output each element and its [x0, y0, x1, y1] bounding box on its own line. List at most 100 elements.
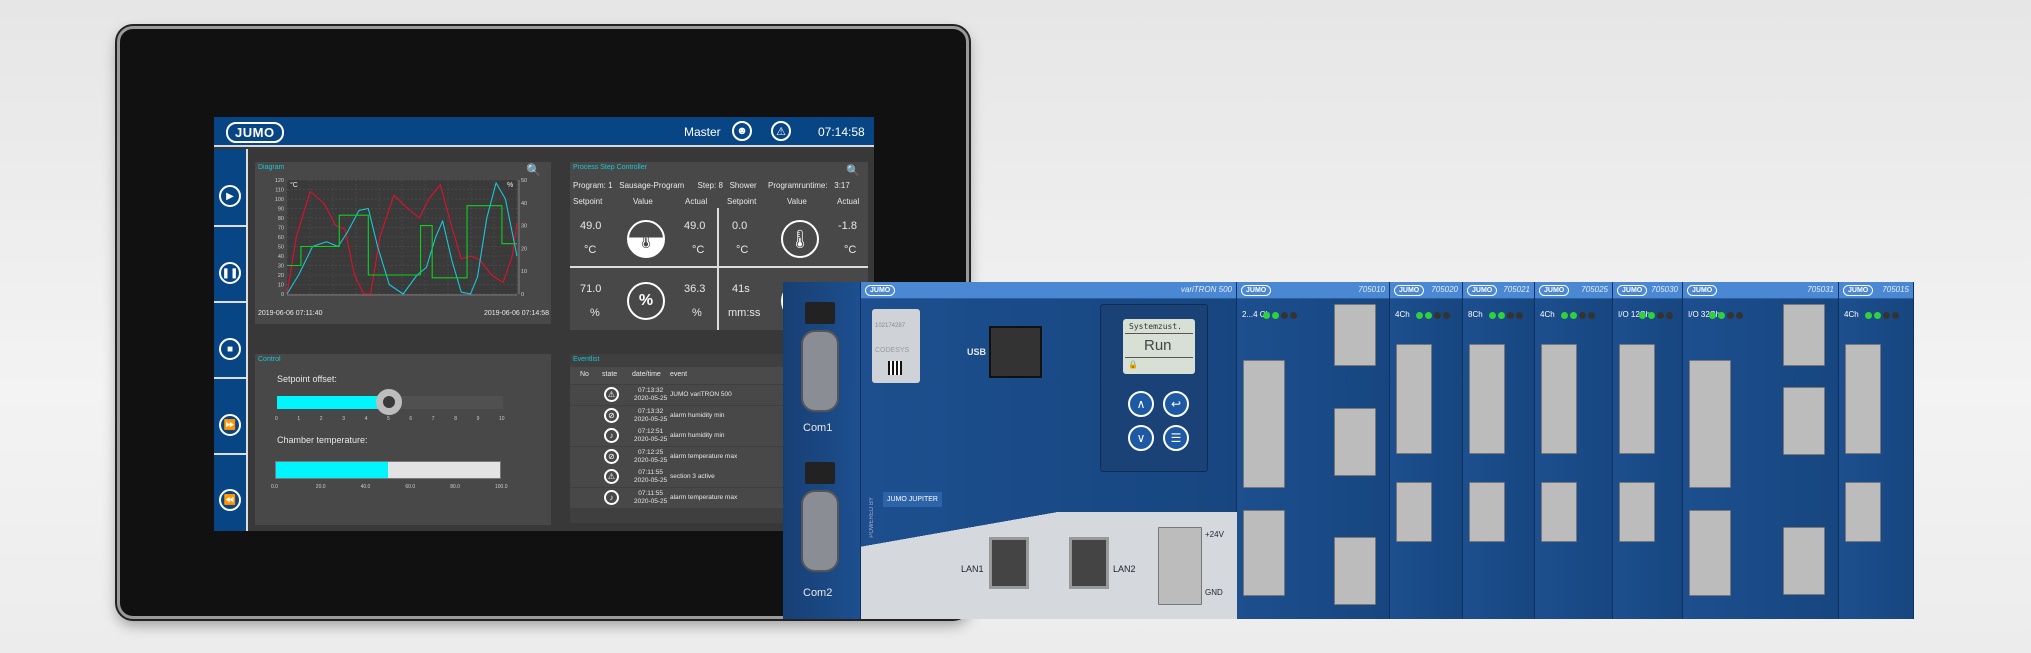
- play-button[interactable]: ▶: [219, 185, 241, 207]
- status-led: [1874, 312, 1881, 319]
- status-led: [1434, 312, 1441, 319]
- temp-actual: 49.0: [684, 220, 706, 232]
- terminal-block[interactable]: [1783, 304, 1825, 366]
- back-button[interactable]: ↩: [1163, 391, 1189, 417]
- bar-tick-label: 0.0: [271, 484, 278, 490]
- terminal-block[interactable]: [1689, 360, 1731, 488]
- warning-icon: ⚠: [604, 387, 619, 402]
- setpoint-offset-slider[interactable]: [277, 389, 503, 415]
- stop-button[interactable]: ■: [219, 338, 241, 360]
- slider-thumb[interactable]: [376, 389, 402, 415]
- status-led: [1416, 312, 1423, 319]
- module-number: 705010: [1358, 285, 1385, 294]
- event-text: JUMO variTRON 500: [670, 391, 732, 398]
- com2-port[interactable]: [801, 490, 839, 572]
- status-led: [1263, 312, 1270, 319]
- gnd-label: GND: [1205, 588, 1223, 597]
- status-led: [1639, 312, 1646, 319]
- col-state: state: [602, 371, 618, 378]
- status-led: [1425, 312, 1432, 319]
- fast-forward-button[interactable]: ⏩: [219, 414, 241, 436]
- com1-label: Com1: [803, 422, 833, 434]
- menu-button[interactable]: ☰: [1163, 425, 1189, 451]
- status-led: [1666, 312, 1673, 319]
- terminal-block[interactable]: [1243, 510, 1285, 596]
- slider-tick-label: 7: [431, 416, 435, 422]
- col-setpoint: Setpoint: [573, 197, 603, 206]
- zoom-search-icon[interactable]: 🔍: [526, 163, 541, 177]
- terminal-block[interactable]: [1541, 482, 1577, 542]
- terminal-block[interactable]: [1334, 408, 1376, 476]
- y-right-tick-label: 40: [521, 201, 527, 207]
- terminal-block[interactable]: [1469, 482, 1505, 542]
- status-led: [1648, 312, 1655, 319]
- terminal-block[interactable]: [1845, 344, 1881, 454]
- channel-label: 4Ch: [1395, 310, 1410, 319]
- terminal-block[interactable]: [1396, 344, 1432, 454]
- diagram-chart: 010203040506070809010011012001020304050°…: [275, 178, 527, 298]
- terminal-block[interactable]: [1783, 527, 1825, 595]
- com-ports-section: Com1 Com2: [783, 282, 861, 619]
- slider-tick-label: 1: [297, 416, 301, 422]
- com2-label: Com2: [803, 587, 833, 599]
- lcd-display: Systemzust. Run 🔒: [1123, 319, 1195, 374]
- col-datetime: date/time: [632, 371, 661, 378]
- rewind-button[interactable]: ⏪: [219, 489, 241, 511]
- control-title: Control: [258, 356, 281, 363]
- up-button[interactable]: ∧: [1128, 391, 1154, 417]
- status-led: [1736, 312, 1743, 319]
- user-icon[interactable]: ☻: [732, 121, 752, 141]
- y-tick-label: 100: [275, 197, 284, 203]
- eventlist-title: Eventlist: [573, 356, 600, 363]
- terminal-block[interactable]: [1334, 304, 1376, 366]
- left-unit-label: °C: [290, 181, 298, 189]
- terminal-block[interactable]: [1619, 482, 1655, 542]
- alarm-icon: ♪: [604, 428, 619, 443]
- y-right-tick-label: 20: [521, 246, 527, 252]
- operator-panel: Systemzust. Run 🔒 ∧ ↩ ∨ ☰: [1100, 304, 1208, 472]
- event-text: alarm temperature max: [670, 493, 738, 501]
- codesys-label: 102174287 CODESYS: [872, 309, 920, 383]
- alarm-warning-icon[interactable]: ⚠: [771, 121, 791, 141]
- lan2-label: LAN2: [1113, 564, 1136, 574]
- terminal-block[interactable]: [1396, 482, 1432, 542]
- event-text: alarm humidity min: [670, 432, 725, 439]
- terminal-block[interactable]: [1845, 482, 1881, 542]
- module-number: 705030: [1651, 285, 1678, 294]
- slider-tick-label: 6: [409, 416, 413, 422]
- channel-label: 8Ch: [1468, 310, 1483, 319]
- com1-port[interactable]: [801, 330, 839, 412]
- slider-tick-label: 10: [499, 416, 505, 422]
- terminal-block[interactable]: [1469, 344, 1505, 454]
- zoom-search-icon[interactable]: 🔍: [846, 165, 860, 177]
- y-right-tick-label: 10: [521, 269, 527, 275]
- power-terminal[interactable]: [1158, 527, 1202, 605]
- pause-button[interactable]: ❚❚: [219, 262, 241, 284]
- usb-port[interactable]: [989, 326, 1042, 378]
- terminal-block[interactable]: [1541, 344, 1577, 454]
- terminal-block[interactable]: [1619, 344, 1655, 454]
- terminal-block[interactable]: [1243, 360, 1285, 488]
- lan1-port[interactable]: [989, 537, 1029, 589]
- terminal-block[interactable]: [1689, 510, 1731, 596]
- down-button[interactable]: ∨: [1128, 425, 1154, 451]
- status-led: [1290, 312, 1297, 319]
- thermometer-cold-icon: 🌡: [781, 220, 819, 258]
- lan2-port[interactable]: [1069, 537, 1109, 589]
- alarm-off-icon: ⊘: [604, 407, 619, 423]
- terminal-block[interactable]: [1334, 537, 1376, 605]
- unit: %: [692, 307, 702, 319]
- sidebar: ▶ ❚❚ ■ ⏩ ⏪: [214, 149, 248, 531]
- lcd-state: Run: [1144, 337, 1172, 354]
- header-bar: JUMO Master ☻ ⚠ 07:14:58: [214, 117, 874, 147]
- event-text: alarm temperature max: [670, 452, 738, 460]
- terminal-block[interactable]: [1783, 387, 1825, 455]
- y-tick-label: 30: [278, 264, 284, 270]
